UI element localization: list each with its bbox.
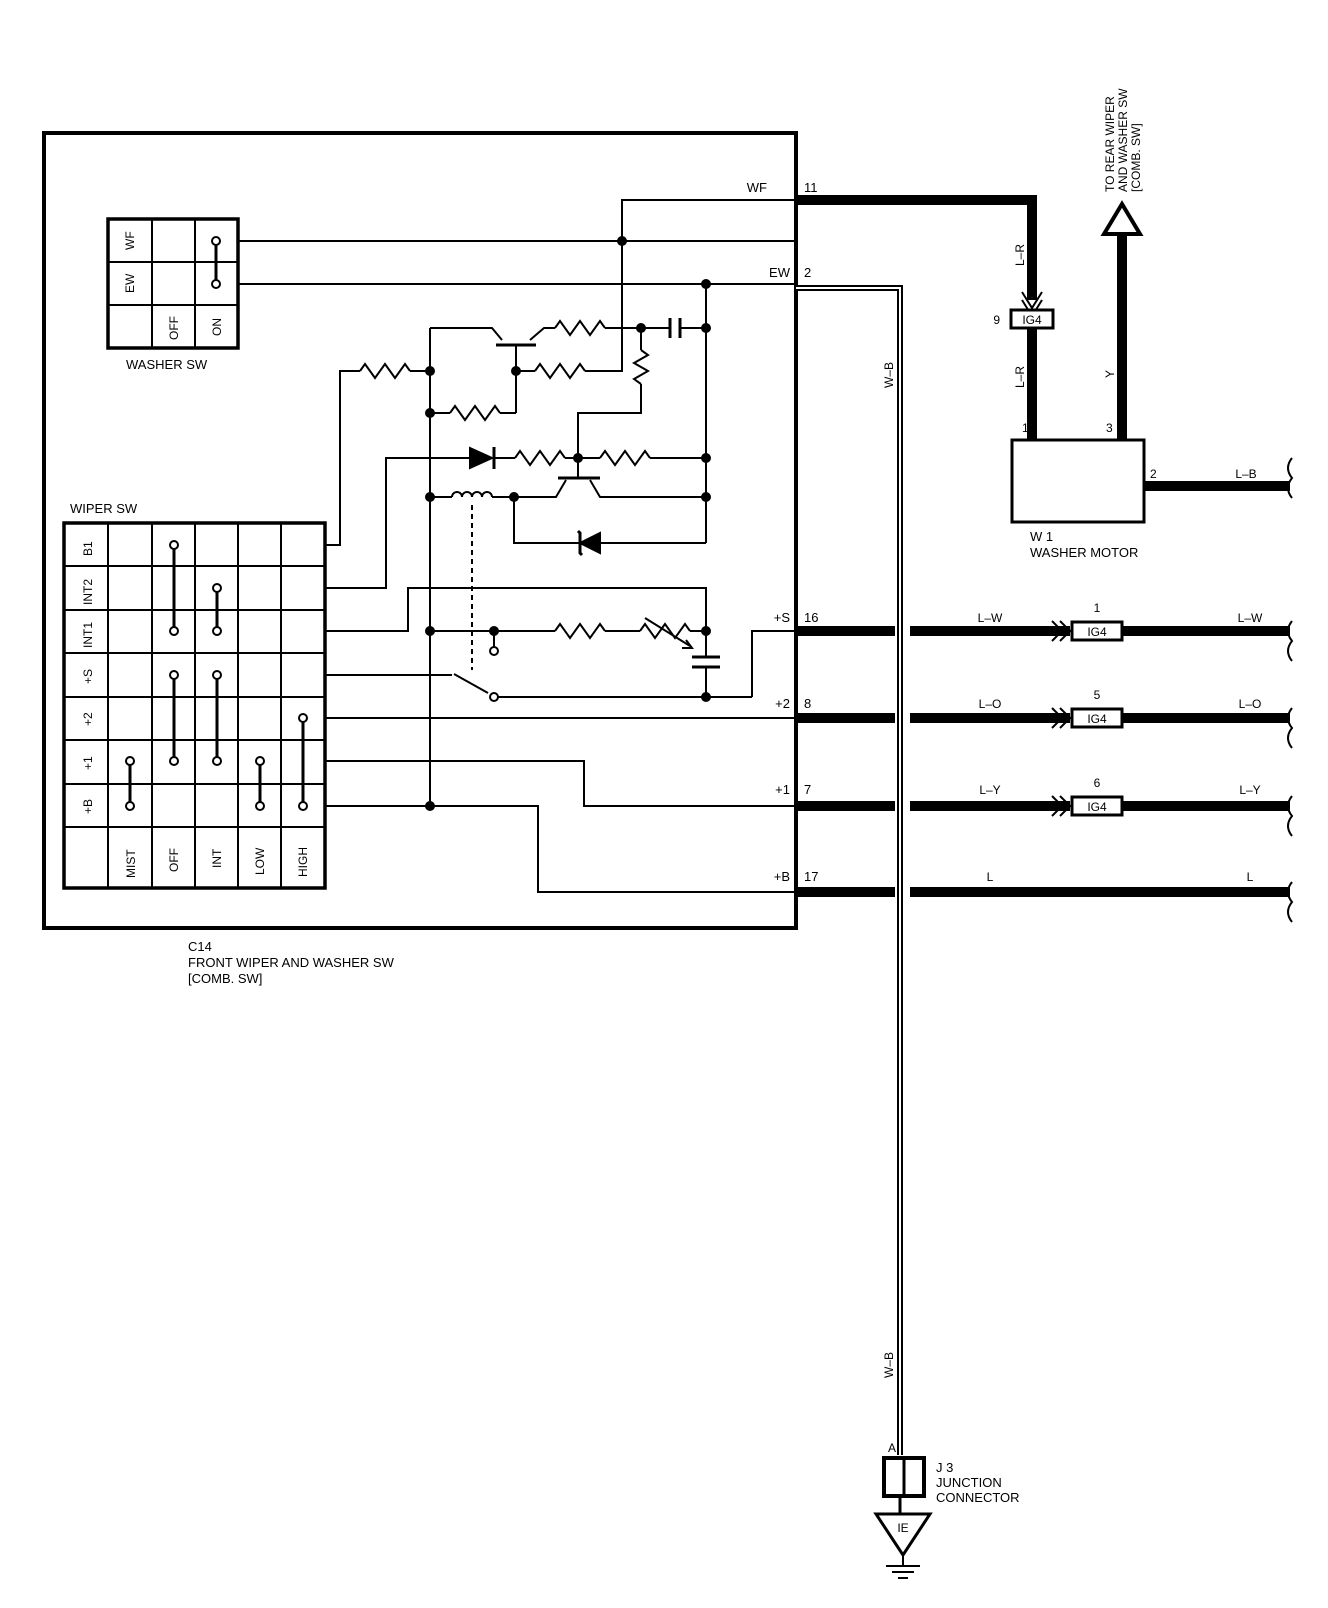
wiper-row-plus-2: +2	[81, 712, 95, 726]
harness-wires: IG4 9 L–R L–R Y TO REAR WIPER AND WASHER…	[796, 88, 1294, 923]
pin-labels: WF 11 EW 2 +S 16 +2 8 +1 7 +B 17	[747, 180, 819, 884]
wiper-row-plus-b: +B	[81, 799, 95, 814]
internal-circuit	[238, 199, 796, 893]
ground-icon	[873, 1512, 933, 1558]
wiper-pos-low: LOW	[253, 847, 267, 875]
harness-1-pin: 6	[1094, 776, 1101, 790]
wiper-pos-mist: MIST	[124, 849, 138, 878]
wiper-row-plus-1: +1	[81, 756, 95, 770]
harness-s-wire-out: L–W	[1238, 611, 1263, 625]
pin-num-2: 8	[804, 696, 811, 711]
washer-motor: 1 3 2 L–B W 1 WASHER MOTOR	[1010, 421, 1290, 560]
ground-wire-label-top: W–B	[882, 362, 896, 388]
harness-b-wire-out: L	[1247, 870, 1254, 884]
harness-s-conn: IG4	[1087, 625, 1107, 639]
ground-wire-label-bottom: W–B	[882, 1352, 896, 1378]
harness-2-wire-out: L–O	[1239, 697, 1262, 711]
wiper-pos-int: INT	[210, 848, 224, 868]
wf-wire-top-label: L–R	[1013, 244, 1027, 266]
harness-b-wire-in: L	[987, 870, 994, 884]
pin-num-1: 7	[804, 782, 811, 797]
pin-name-ew: EW	[769, 265, 791, 280]
washer-motor-pin1: 1	[1022, 421, 1029, 435]
comb-switch-caption: C14 FRONT WIPER AND WASHER SW [COMB. SW]	[188, 939, 395, 986]
washer-row-wf: WF	[123, 231, 137, 250]
pin-name-s: +S	[774, 610, 791, 625]
wiper-pos-off: OFF	[167, 848, 181, 872]
rear-wiper-line1: TO REAR WIPER	[1103, 96, 1117, 192]
comb-switch-id: C14	[188, 939, 212, 954]
wiper-sw-grid: WIPER SW B1 INT2 INT1 +S +2 +1 +B MIST O…	[62, 501, 327, 890]
comb-switch-sub: [COMB. SW]	[188, 971, 262, 986]
pin-num-s: 16	[804, 610, 818, 625]
harness-2-pin: 5	[1094, 688, 1101, 702]
wiper-sw-title: WIPER SW	[70, 501, 138, 516]
wiper-row-int1: INT1	[81, 622, 95, 648]
washer-motor-pin3: 3	[1106, 421, 1113, 435]
washer-motor-name: WASHER MOTOR	[1030, 545, 1138, 560]
junction-line2: CONNECTOR	[936, 1490, 1020, 1505]
y-wire-label: Y	[1103, 370, 1117, 378]
harness-s-wire-in: L–W	[978, 611, 1003, 625]
junction-line1: JUNCTION	[936, 1475, 1002, 1490]
washer-motor-pin2: 2	[1150, 467, 1157, 481]
ground-wire-wb: W–B W–B	[796, 285, 903, 1455]
pin-num-b: 17	[804, 869, 818, 884]
washer-motor-id: W 1	[1030, 529, 1053, 544]
pin-name-2: +2	[775, 696, 790, 711]
washer-pos-on: ON	[210, 318, 224, 336]
wiper-row-plus-s: +S	[81, 669, 95, 684]
junction-id: J 3	[936, 1460, 953, 1475]
comb-switch-box	[42, 131, 798, 930]
harness-1-conn: IG4	[1087, 800, 1107, 814]
pin-num-ew: 2	[804, 265, 811, 280]
pin-num-wf: 11	[804, 180, 818, 195]
washer-sw-grid: WF EW OFF ON WASHER SW	[106, 217, 240, 372]
washer-motor-box	[1010, 438, 1146, 524]
junction-connector: A J 3 JUNCTION CONNECTOR IE	[873, 1441, 1020, 1579]
harness-s-pin: 1	[1094, 601, 1101, 615]
wiper-row-b1: B1	[81, 541, 95, 556]
wf-connector-pin: 9	[993, 313, 1000, 327]
rear-wiper-line3: [COMB. SW]	[1129, 123, 1143, 192]
rear-wiper-line2: AND WASHER SW	[1116, 88, 1130, 192]
washer-row-ew: EW	[123, 273, 137, 293]
harness-2-wire-in: L–O	[979, 697, 1002, 711]
washer-motor-out-wire: L–B	[1235, 467, 1256, 481]
wf-wire-bottom-label: L–R	[1013, 366, 1027, 388]
harness-2-conn: IG4	[1087, 712, 1107, 726]
wf-connector-label: IG4	[1022, 313, 1042, 327]
harness-1-wire-in: L–Y	[979, 783, 1000, 797]
pin-name-wf: WF	[747, 180, 767, 195]
junction-pin: A	[888, 1441, 896, 1455]
pin-name-b: +B	[774, 869, 790, 884]
comb-switch-name: FRONT WIPER AND WASHER SW	[188, 955, 395, 970]
washer-pos-off: OFF	[167, 316, 181, 340]
washer-sw-title: WASHER SW	[126, 357, 208, 372]
ground-label: IE	[897, 1521, 908, 1535]
pin-name-1: +1	[775, 782, 790, 797]
wiper-pos-high: HIGH	[296, 847, 310, 877]
wiper-row-int2: INT2	[81, 579, 95, 605]
harness-1-wire-out: L–Y	[1239, 783, 1260, 797]
